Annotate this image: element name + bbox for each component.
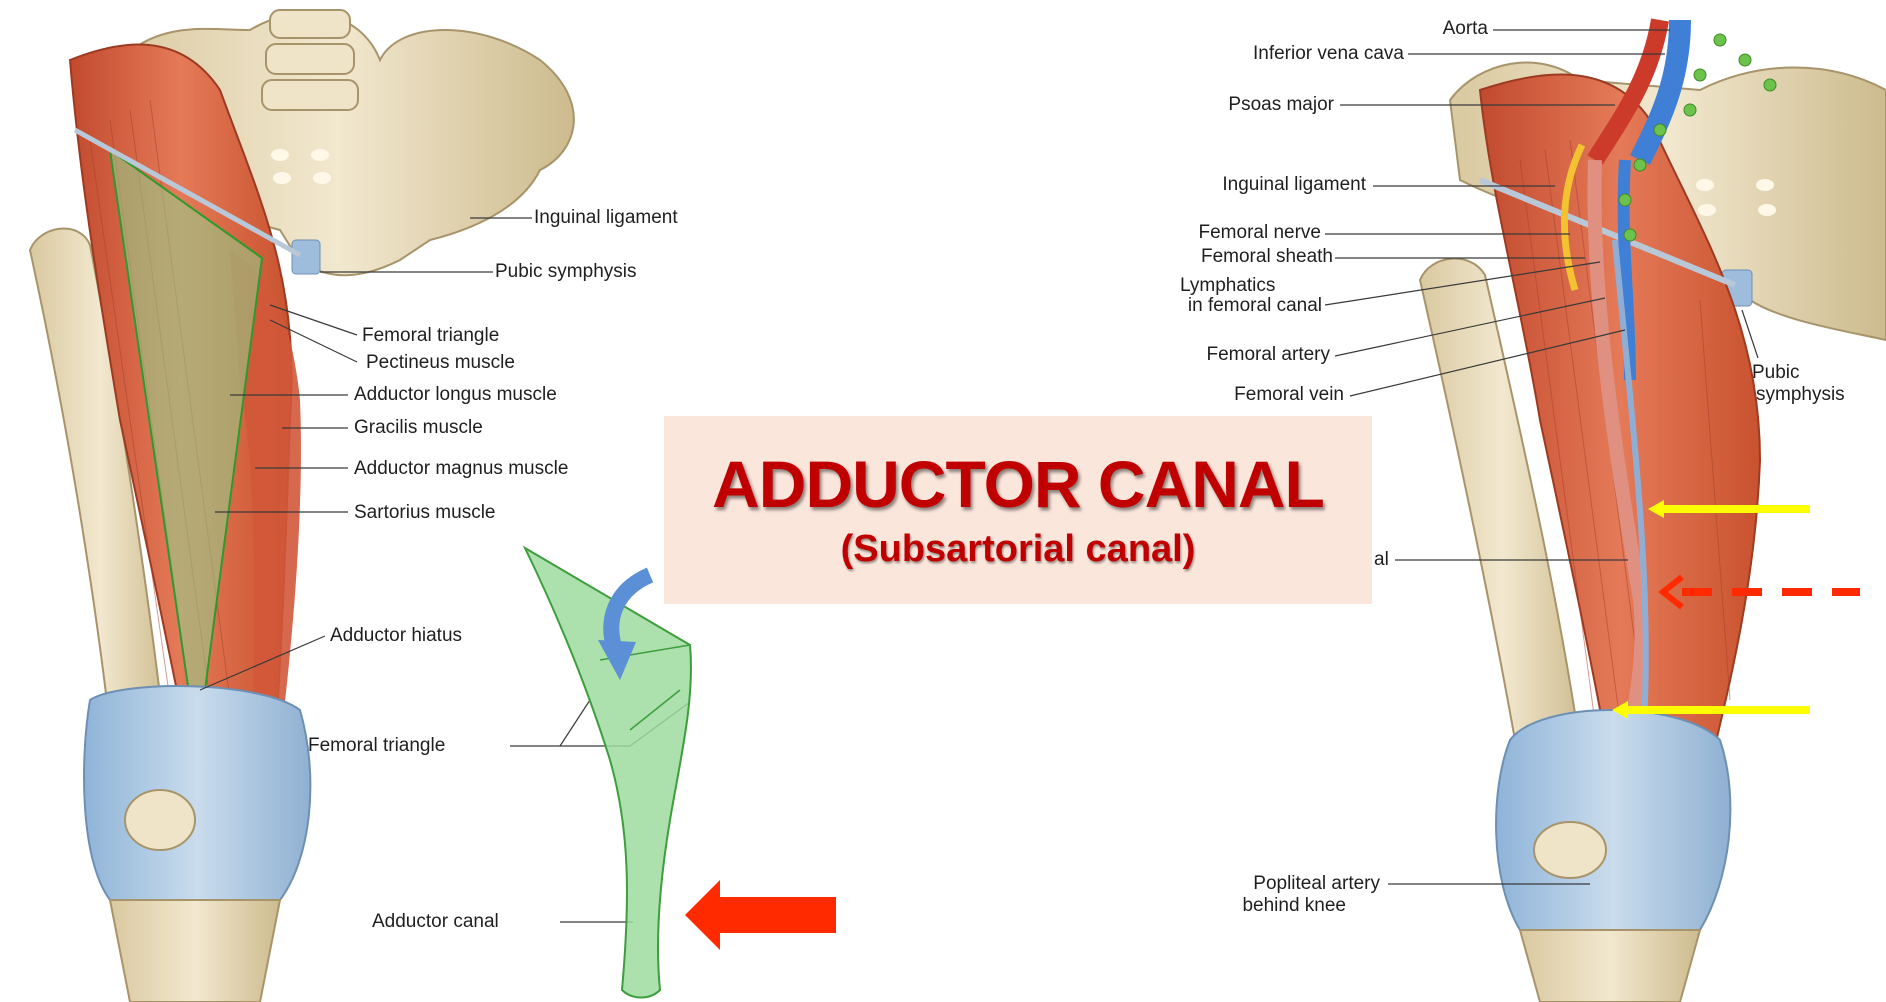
right-patella: [1534, 822, 1606, 878]
page-title: ADDUCTOR CANAL: [664, 446, 1372, 522]
label-pubic-symphysis-left: Pubic symphysis: [495, 261, 637, 282]
right-knee-joint: [1496, 710, 1730, 930]
right-tibia-bone: [1520, 930, 1700, 1002]
label-pubic-line2: symphysis: [1756, 384, 1845, 405]
page-subtitle: (Subsartorial canal): [664, 528, 1372, 571]
label-canal-partial: al: [1374, 549, 1389, 570]
label-pubic-line1: Pubic: [1752, 362, 1800, 383]
label-femoral-triangle-left: Femoral triangle: [362, 325, 499, 346]
label-pectineus-muscle: Pectineus muscle: [366, 352, 515, 373]
label-femoral-nerve: Femoral nerve: [1199, 222, 1322, 243]
label-popliteal-line2: behind knee: [1242, 895, 1346, 916]
label-sartorius: Sartorius muscle: [354, 502, 496, 523]
label-adductor-longus: Adductor longus muscle: [354, 384, 557, 405]
label-lymphatics-line2: in femoral canal: [1188, 295, 1322, 316]
label-aorta: Aorta: [1443, 18, 1488, 39]
left-patella: [125, 790, 195, 850]
label-femoral-triangle-diagram: Femoral triangle: [308, 735, 445, 756]
label-inguinal-ligament-left: Inguinal ligament: [534, 207, 678, 228]
right-thigh-illustration: [1325, 20, 1886, 1002]
label-adductor-magnus: Adductor magnus muscle: [354, 458, 568, 479]
label-psoas-major: Psoas major: [1228, 94, 1334, 115]
label-gracilis: Gracilis muscle: [354, 417, 483, 438]
label-inferior-vena-cava: Inferior vena cava: [1253, 43, 1404, 64]
label-lymphatics-line1: Lymphatics: [1180, 275, 1275, 296]
left-knee-joint: [84, 686, 310, 900]
label-popliteal-line1: Popliteal artery: [1253, 873, 1380, 894]
title-box: ADDUCTOR CANAL (Subsartorial canal): [664, 416, 1372, 604]
label-femoral-sheath: Femoral sheath: [1201, 246, 1333, 267]
label-inguinal-ligament-right: Inguinal ligament: [1222, 174, 1366, 195]
label-femoral-vein: Femoral vein: [1234, 384, 1344, 405]
left-tibia-bone: [110, 900, 280, 1002]
label-femoral-artery: Femoral artery: [1206, 344, 1330, 365]
label-adductor-canal: Adductor canal: [372, 911, 499, 932]
red-pointer-arrow: [685, 880, 836, 950]
label-adductor-hiatus: Adductor hiatus: [330, 625, 462, 646]
left-pubic-symphysis: [292, 240, 320, 274]
left-lumbar-spine: [262, 10, 358, 110]
